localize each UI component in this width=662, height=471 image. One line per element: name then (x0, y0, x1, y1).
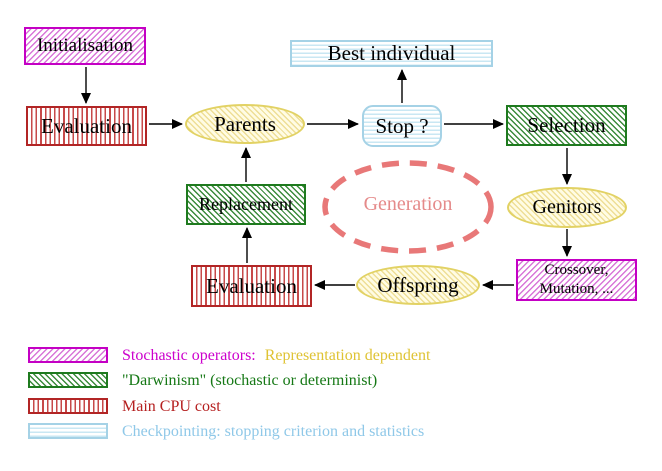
node-best-individual: Best individual (290, 40, 493, 67)
node-genitors-label: Genitors (532, 196, 602, 218)
legend-text-representation: Representation dependent (264, 347, 431, 364)
mutation-line: Mutation, ... (539, 281, 614, 297)
node-stop-label: Stop ? (375, 113, 429, 138)
node-evaluation-top: Evaluation (26, 106, 147, 146)
node-genitors: Genitors (507, 187, 627, 228)
legend-label-cpu-cost: Main CPU cost (122, 398, 221, 415)
node-stop: Stop ? (362, 105, 442, 147)
node-best-individual-label: Best individual (327, 41, 456, 65)
node-evaluation-bottom: Evaluation (191, 265, 312, 307)
legend-label-darwinism: "Darwinism" (stochastic or determinist) (122, 372, 378, 389)
generation-label: Generation (363, 193, 453, 215)
legend-text-stochastic: Stochastic operators: (122, 347, 256, 364)
legend-swatch-stochastic-operators (28, 347, 108, 363)
legend-label-checkpointing: Checkpointing: stopping criterion and st… (122, 423, 425, 440)
node-evaluation-bottom-label: Evaluation (206, 273, 297, 298)
node-replacement-label: Replacement (199, 194, 293, 214)
node-initialisation: Initialisation (24, 27, 146, 65)
node-offspring-label: Offspring (377, 272, 459, 297)
node-selection-label: Selection (527, 113, 606, 137)
legend-swatch-cpu-cost (28, 398, 108, 414)
legend-swatch-darwinism (28, 372, 108, 388)
node-crossover-mutation-label: Crossover, Mutation, ... (540, 261, 614, 299)
crossover-line: Crossover, (544, 262, 609, 279)
node-selection: Selection (506, 105, 627, 146)
node-parents: Parents (185, 104, 305, 144)
node-replacement: Replacement (186, 184, 306, 225)
node-initialisation-label: Initialisation (36, 35, 134, 56)
node-parents-label: Parents (214, 111, 276, 136)
node-crossover-mutation: Crossover, Mutation, ... (516, 259, 637, 301)
legend-label-stochastic-operators: Stochastic operators: Representation depe… (122, 347, 430, 365)
node-offspring: Offspring (356, 265, 480, 305)
generation-dashed-ellipse (322, 160, 494, 254)
legend-swatch-checkpointing (28, 423, 108, 439)
node-evaluation-top-label: Evaluation (41, 113, 132, 138)
